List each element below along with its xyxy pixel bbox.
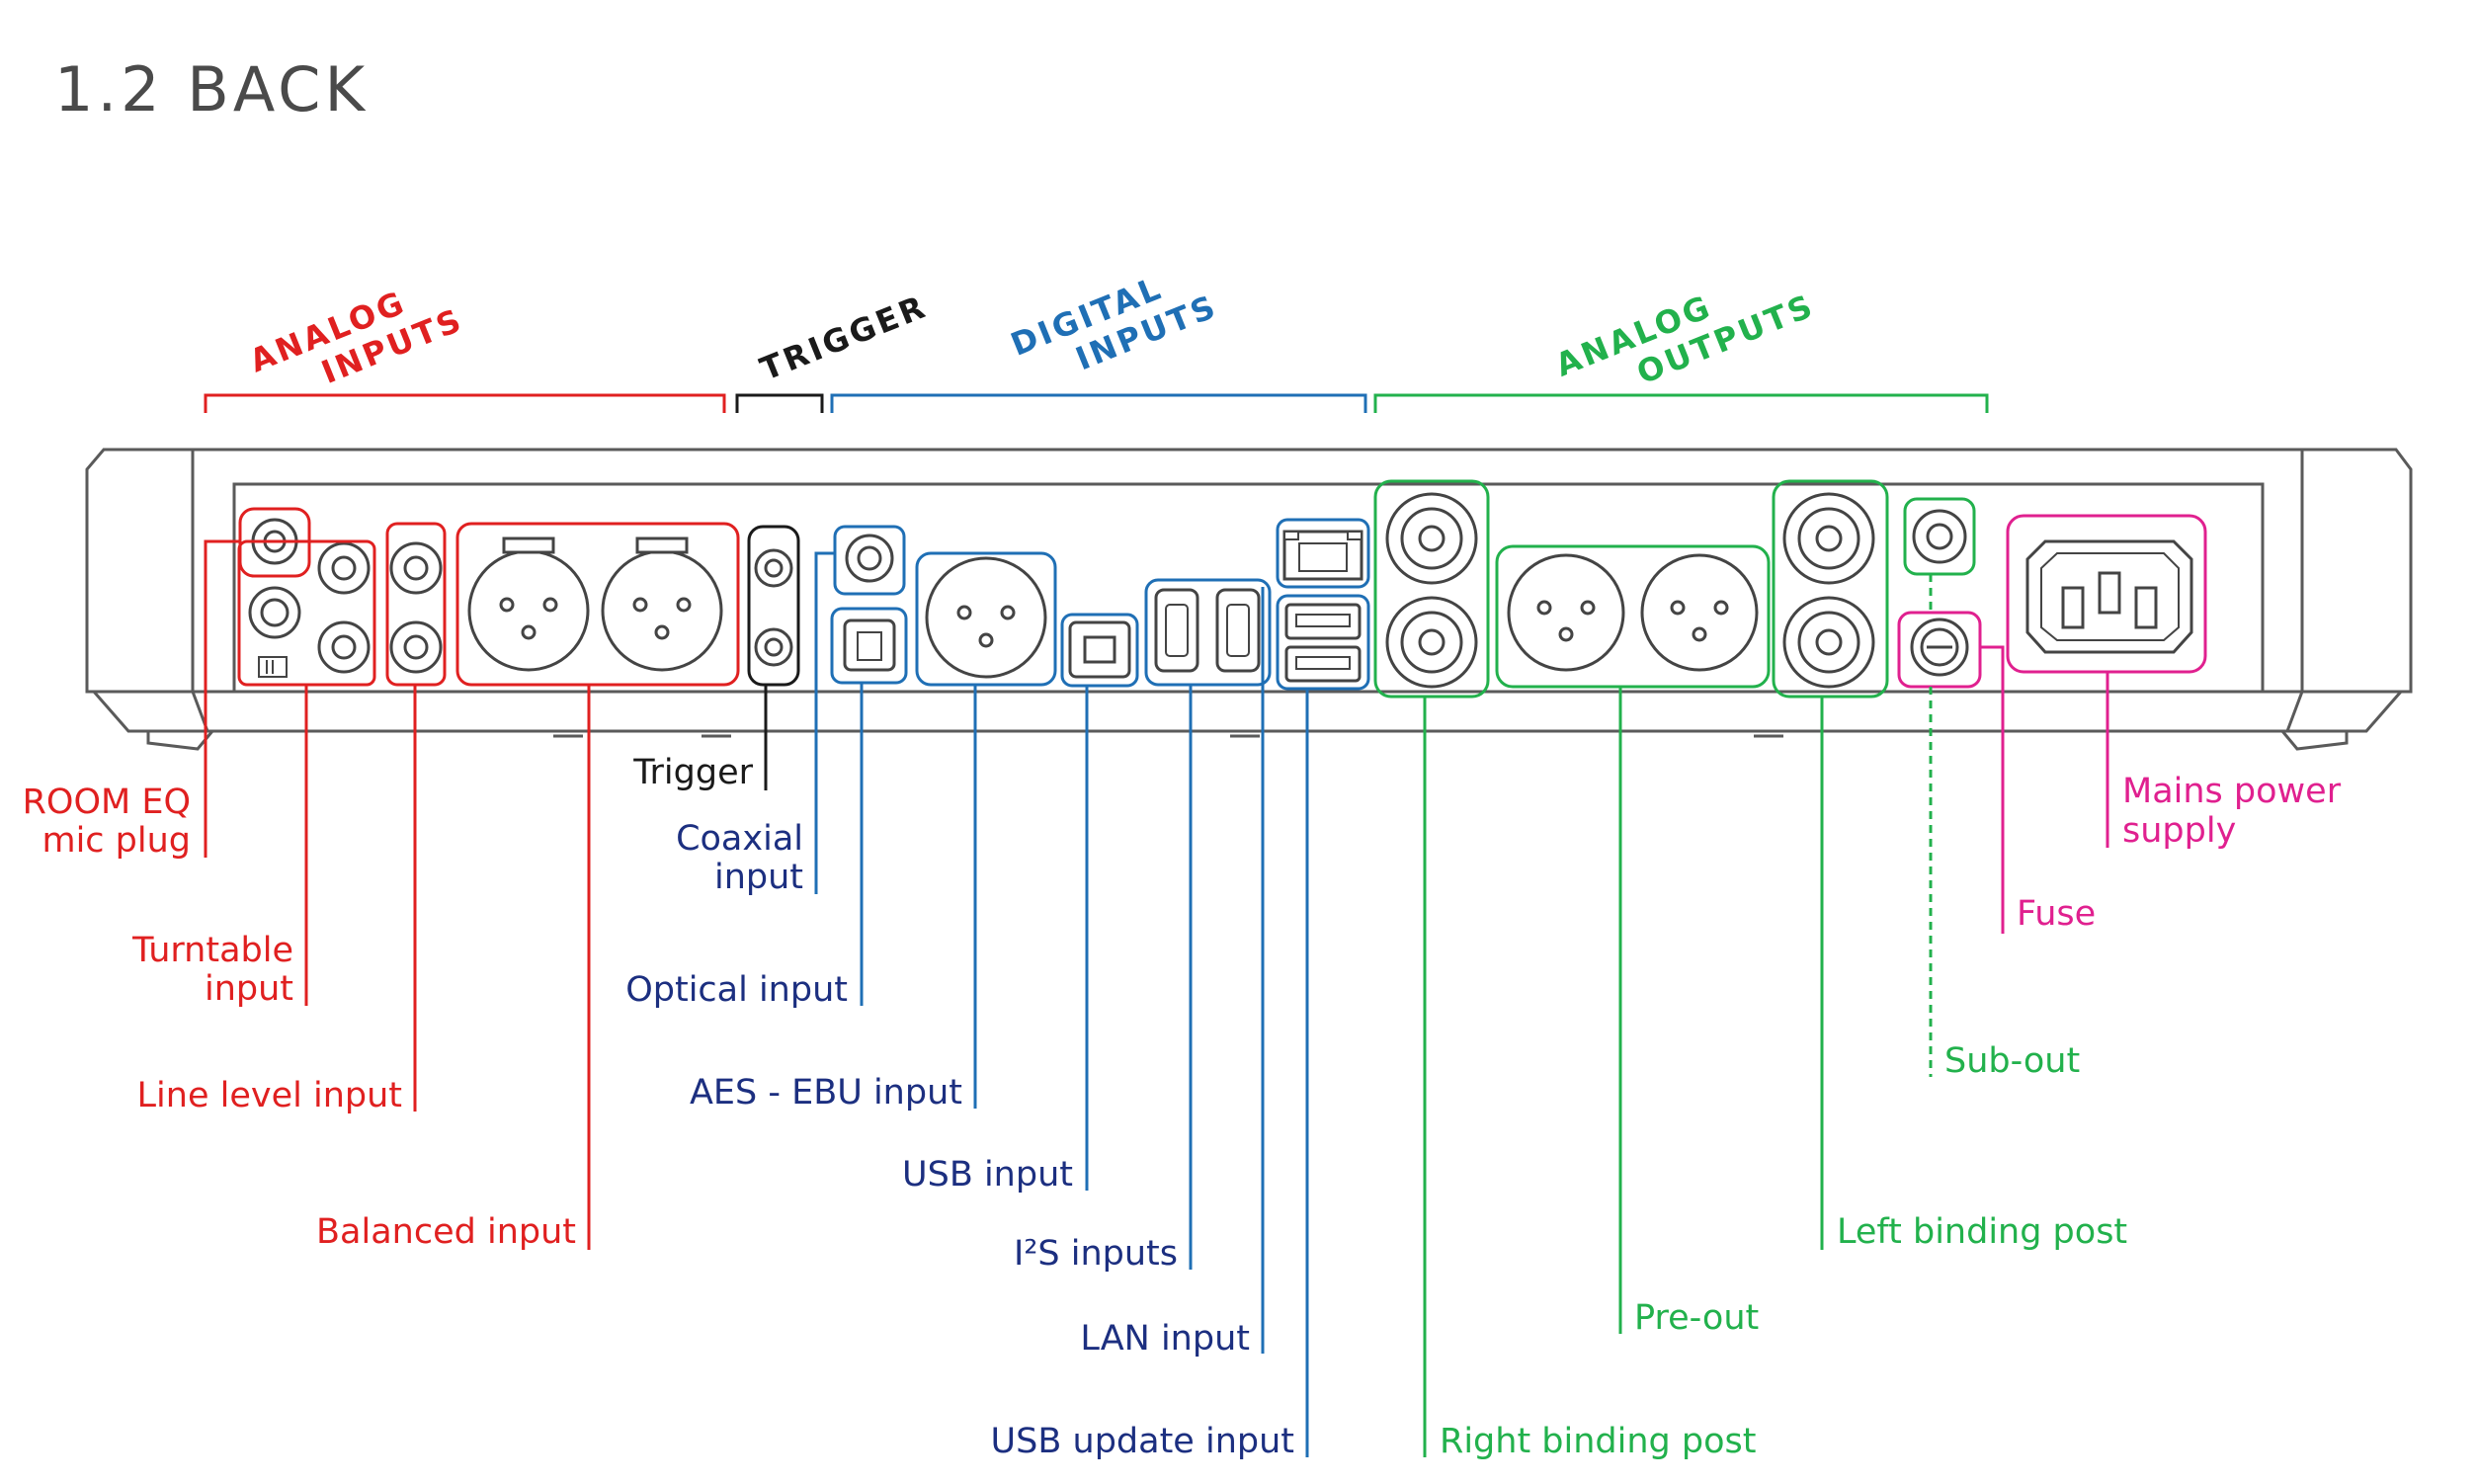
analog-inputs-heading: ANALOG INPUTS [244,284,468,391]
analog-inputs-bracket [204,393,726,413]
page-title: 1.2 BACK [54,53,369,125]
fuse-highlight [1897,611,1982,689]
usb-highlight [1060,613,1139,688]
trigger-heading-text: TRIGGER [755,288,933,388]
usb-update-highlight [1276,594,1370,691]
aes-ebu-label: AES - EBU input [690,1073,962,1113]
fuse-label: Fuse [2017,894,2096,934]
trigger-heading: TRIGGER [755,288,933,388]
usb-b-port [1068,620,1131,679]
leader-lines [204,539,2109,1457]
pre-out-highlight [1495,544,1771,689]
trigger-label: Trigger [632,753,753,792]
digital-inputs-heading: DIGITAL INPUTS [1006,269,1223,377]
lan-highlight [1276,518,1370,589]
optical-highlight [830,607,908,685]
turntable-label-line2: input [205,969,293,1009]
pre-out-xlr [1507,553,1759,672]
aes-ebu-xlr [925,556,1047,679]
balanced-input-xlr [467,536,723,672]
i2s-highlight [1144,578,1272,687]
right-binding-label: Right binding post [1440,1422,1756,1461]
coaxial-highlight [833,525,906,596]
right-binding-posts [1385,492,1478,689]
optical-input-port [843,618,896,672]
line-level-input-jacks [389,541,443,674]
sub-out-label: Sub-out [1944,1041,2080,1081]
trigger-highlight [747,525,800,687]
i2s-hdmi-ports [1154,588,1261,673]
sub-out-highlight [1903,497,1976,576]
device-chassis [85,448,2413,751]
left-binding-label: Left binding post [1837,1212,2127,1252]
left-binding-highlight [1772,479,1889,699]
pre-out-label: Pre-out [1634,1298,1759,1338]
left-binding-posts [1782,492,1875,689]
optical-label: Optical input [625,970,848,1010]
coaxial-label-line2: input [714,858,803,897]
balanced-highlight [455,522,740,687]
room-eq-label-line1: ROOM EQ [23,783,191,822]
trigger-bracket [735,393,824,413]
coaxial-input-jack [845,534,894,583]
room-eq-label-line2: mic plug [41,821,191,861]
usb-label: USB input [902,1155,1073,1195]
aes-ebu-highlight [915,551,1057,687]
fuse-holder [1910,618,1969,677]
sub-out-jack [1912,509,1967,564]
right-binding-highlight [1373,479,1490,699]
lan-label: LAN input [1080,1319,1250,1359]
mains-label-line2: supply [2122,811,2236,851]
i2s-label: I²S inputs [1014,1234,1178,1274]
line-level-label: Line level input [137,1076,402,1115]
mains-label-line1: Mains power [2122,772,2342,811]
digital-inputs-bracket [830,393,1367,413]
analog-outputs-bracket [1373,393,1989,413]
trigger-jacks [754,548,793,667]
mains-power-socket [2025,539,2193,654]
usb-update-label: USB update input [991,1422,1294,1461]
turntable-label-line1: Turntable [131,931,293,970]
balanced-label: Balanced input [316,1212,576,1252]
lan-port [1282,530,1363,581]
coaxial-label-line1: Coaxial [676,819,803,859]
turntable-input-jacks [248,541,371,678]
usb-update-ports [1284,603,1362,683]
